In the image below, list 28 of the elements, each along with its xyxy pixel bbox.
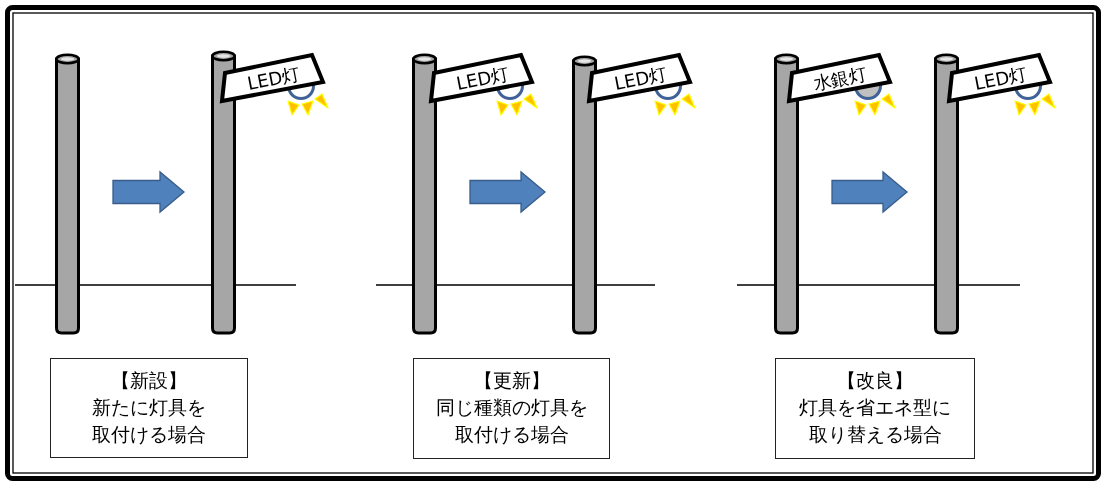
caption-heading: 【更新】 xyxy=(473,368,550,393)
lamp-head xyxy=(786,52,894,104)
lamp-type-label: 水銀灯 xyxy=(811,64,869,94)
lamp-pole-drawing xyxy=(773,53,800,335)
lamp-pole-drawing xyxy=(411,53,438,335)
caption-text: 灯具を省エネ型に取り替える場合 xyxy=(798,395,952,447)
block-arrow xyxy=(469,170,546,214)
lamp-head xyxy=(219,52,327,104)
lamp-type-label: LED灯 xyxy=(454,64,511,94)
caption-heading: 【新設】 xyxy=(111,368,187,393)
lamp-type-label: LED灯 xyxy=(972,64,1029,94)
caption-box xyxy=(413,358,610,459)
caption-heading: 【改良】 xyxy=(837,368,913,393)
caption-text: 新たに灯具を取付ける場合 xyxy=(91,395,207,447)
lamp-head xyxy=(946,52,1054,104)
block-arrow xyxy=(112,170,185,214)
caption-text: 同じ種類の灯具を取付ける場合 xyxy=(434,395,589,447)
lamp-head xyxy=(428,52,536,104)
lamp-type-label: LED灯 xyxy=(612,64,669,94)
lamp-pole-drawing xyxy=(571,55,598,335)
lamp-head xyxy=(586,52,694,104)
lamp-type-label: LED灯 xyxy=(245,64,302,94)
lamp-pole-drawing xyxy=(210,50,237,335)
lamp-pole-drawing xyxy=(54,53,81,335)
caption-box xyxy=(50,358,248,458)
lamp-pole-drawing xyxy=(933,53,960,335)
caption-box xyxy=(775,358,975,459)
block-arrow xyxy=(831,170,908,214)
